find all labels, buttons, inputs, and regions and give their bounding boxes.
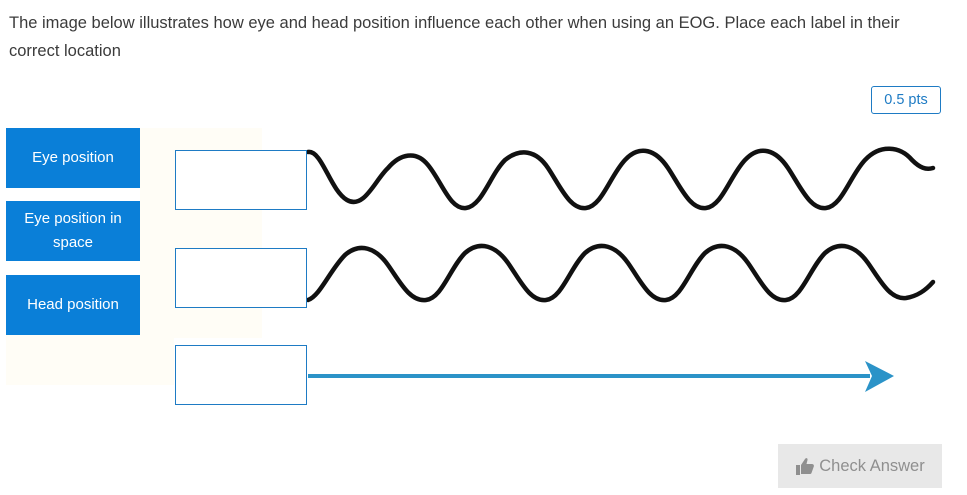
arrow-head-icon <box>865 361 894 392</box>
check-answer-button[interactable]: Check Answer <box>778 444 942 488</box>
label-card-text: Eye position in space <box>24 210 122 251</box>
label-bank-background-lower <box>6 335 174 385</box>
label-card-text: Head position <box>27 296 119 313</box>
label-card-eye-position[interactable]: Eye position <box>6 128 140 188</box>
question-text: The image below illustrates how eye and … <box>9 14 900 60</box>
label-card-head-position[interactable]: Head position <box>6 275 140 335</box>
drop-zone-middle[interactable] <box>175 248 307 308</box>
label-card-eye-position-in-space[interactable]: Eye position in space <box>6 201 140 261</box>
eye-trace-wave-top <box>305 146 936 211</box>
check-answer-label: Check Answer <box>819 456 925 475</box>
eog-diagram <box>305 146 936 392</box>
thumbs-up-icon <box>796 458 815 475</box>
points-badge: 0.5 pts <box>871 86 941 114</box>
drop-zone-top[interactable] <box>175 150 307 210</box>
eye-trace-wave-middle <box>305 243 936 303</box>
drop-zone-bottom[interactable] <box>175 345 307 405</box>
label-card-text: Eye position <box>32 149 114 166</box>
